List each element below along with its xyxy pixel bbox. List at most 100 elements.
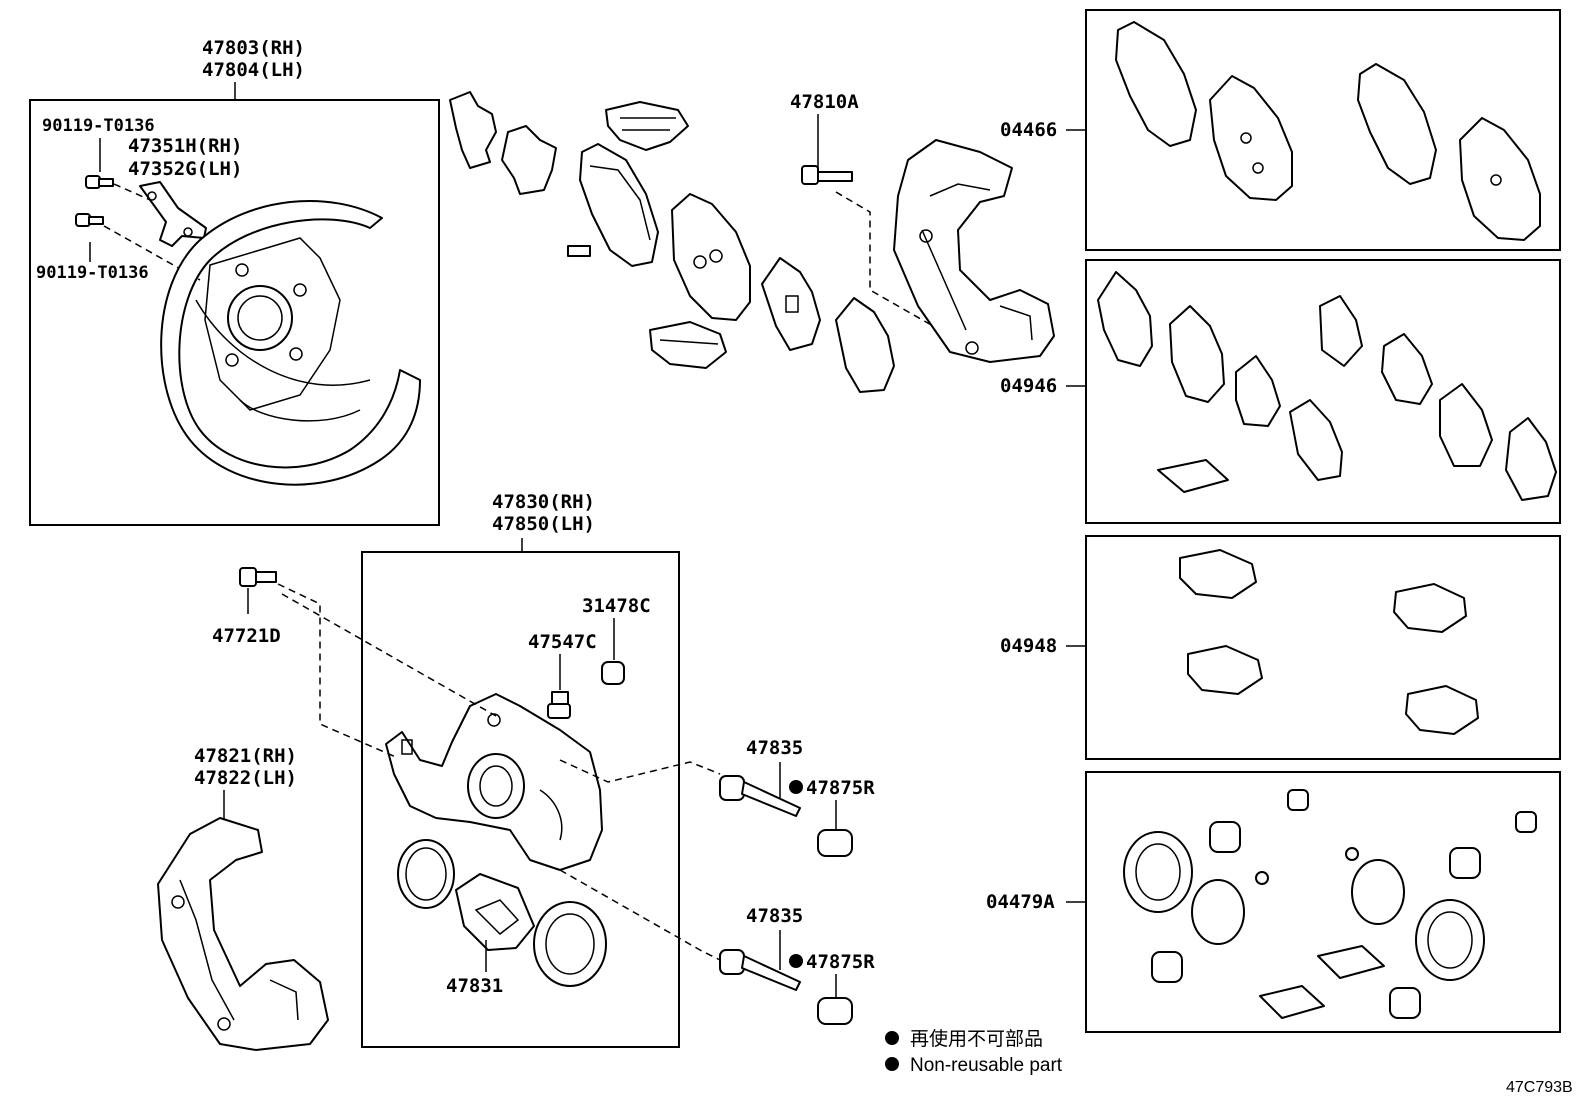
grease-packet-icon[interactable]	[1157, 459, 1229, 493]
label-47804[interactable]: 47804(LH)	[202, 59, 305, 81]
piston-icon[interactable]	[455, 873, 535, 951]
bolt-47721d-icon[interactable]	[239, 567, 277, 587]
slide-boot-icon-c[interactable]	[1151, 951, 1183, 983]
clip-icon-c[interactable]	[1187, 645, 1263, 695]
label-90119-bottom[interactable]: 90119-T0136	[36, 263, 149, 283]
brake-pad-icon-inner[interactable]	[671, 193, 751, 321]
legend-english: Non-reusable part	[910, 1055, 1063, 1076]
shim-icon-a[interactable]	[1097, 271, 1153, 367]
pad-clip-icon-top[interactable]	[605, 101, 689, 151]
bleeder-plug-icon[interactable]	[547, 691, 571, 719]
label-47850[interactable]: 47850(LH)	[492, 513, 595, 535]
dust-boot-icon[interactable]	[533, 901, 607, 987]
label-47547c[interactable]: 47547C	[528, 631, 597, 653]
grease-packet-icon-b[interactable]	[1259, 985, 1325, 1019]
seal-ring-icon-a[interactable]	[1191, 879, 1245, 945]
label-47835-upper[interactable]: 47835	[746, 737, 803, 759]
kit-04948-box	[1085, 535, 1561, 760]
label-47875r-lower[interactable]: 47875R	[806, 951, 875, 973]
boot-ring-icon-a[interactable]	[1123, 831, 1193, 913]
dust-shield-icon[interactable]	[160, 199, 421, 486]
label-47721d[interactable]: 47721D	[212, 625, 281, 647]
pad-clip-icon-bottom[interactable]	[649, 321, 727, 369]
slide-pin-icon-upper[interactable]	[719, 775, 801, 817]
slide-pin-icon-lower[interactable]	[719, 949, 801, 991]
legend: 再使用不可部品 Non-reusable part	[885, 1028, 1063, 1076]
shim-icon-f[interactable]	[1381, 333, 1433, 405]
label-47810a[interactable]: 47810A	[790, 91, 859, 113]
legend-dot-en	[885, 1057, 899, 1071]
shim-icon-h[interactable]	[1505, 417, 1557, 501]
bolt-47810a-group: 47810A	[790, 91, 941, 331]
slide-boot-icon-a[interactable]	[1209, 821, 1241, 853]
shim-icon-g[interactable]	[1439, 383, 1493, 467]
shim-icon-e[interactable]	[1319, 295, 1363, 367]
label-47352g[interactable]: 47352G(LH)	[128, 158, 242, 180]
kit-04948: 04948	[1000, 535, 1561, 760]
dust-shield-group: 47803(RH) 47804(LH) 90119-T0136 47351H(R…	[29, 37, 440, 526]
shim-icon-d[interactable]	[1289, 399, 1343, 481]
kit-04466: 04466	[1000, 9, 1561, 251]
slide-boot-icon-upper[interactable]	[817, 829, 853, 857]
clip-icon-b[interactable]	[1393, 583, 1467, 633]
legend-dot-jp	[885, 1031, 899, 1045]
label-47822[interactable]: 47822(LH)	[194, 767, 297, 789]
kit-04946: 04946	[1000, 259, 1561, 524]
shim-icon-c[interactable]	[1235, 355, 1281, 427]
pad-icon-c[interactable]	[1357, 63, 1437, 185]
label-04948[interactable]: 04948	[1000, 635, 1057, 657]
non-reusable-dot-upper	[789, 780, 803, 794]
cap-icon-a[interactable]	[1287, 789, 1309, 811]
caliper-box	[361, 551, 680, 1048]
bleeder-cap-icon[interactable]	[601, 661, 625, 685]
shim-icon-3[interactable]	[761, 257, 821, 351]
label-47875r-upper[interactable]: 47875R	[806, 777, 875, 799]
slide-boot-icon-lower[interactable]	[817, 997, 853, 1025]
label-47821[interactable]: 47821(RH)	[194, 745, 297, 767]
pads-and-clips-top	[449, 91, 895, 393]
legend-japanese: 再使用不可部品	[910, 1028, 1043, 1050]
caliper-group: 47830(RH) 47850(LH) 31478C 47547C 47831	[361, 491, 680, 1048]
label-47351h[interactable]: 47351H(RH)	[128, 135, 242, 157]
small-cap-icon-a[interactable]	[1345, 847, 1359, 861]
label-47835-lower[interactable]: 47835	[746, 905, 803, 927]
shim-icon-4[interactable]	[835, 297, 895, 393]
bracket-icon[interactable]	[139, 181, 207, 247]
label-04946[interactable]: 04946	[1000, 375, 1057, 397]
mounting-group: 47821(RH) 47822(LH)	[157, 745, 329, 1051]
cap-icon-b[interactable]	[1515, 811, 1537, 833]
kit-04946-box	[1085, 259, 1561, 524]
shim-icon-b[interactable]	[1169, 305, 1225, 403]
pad-icon-a[interactable]	[1115, 21, 1197, 147]
label-90119-top[interactable]: 90119-T0136	[42, 116, 155, 136]
clip-icon-d[interactable]	[1405, 685, 1479, 735]
label-47803[interactable]: 47803(RH)	[202, 37, 305, 59]
brake-pad-icon-outer[interactable]	[579, 143, 659, 267]
label-31478c[interactable]: 31478C	[582, 595, 651, 617]
reference-code: 47C793B	[1506, 1079, 1573, 1096]
bolt-47810a-icon[interactable]	[801, 165, 853, 185]
slide-boot-icon-b[interactable]	[1449, 847, 1481, 879]
boot-ring-icon-b[interactable]	[1415, 899, 1485, 981]
slide-boot-icon-d[interactable]	[1389, 987, 1421, 1019]
bolt-47721d-group: 47721D	[212, 567, 497, 759]
caliper-mounting-icon-top[interactable]	[893, 139, 1055, 363]
seal-ring-icon-b[interactable]	[1351, 859, 1405, 925]
bolt-icon-upper[interactable]	[85, 175, 114, 189]
piston-seal-icon[interactable]	[397, 839, 455, 909]
label-04479a[interactable]: 04479A	[986, 891, 1055, 913]
label-04466[interactable]: 04466	[1000, 119, 1057, 141]
label-47830[interactable]: 47830(RH)	[492, 491, 595, 513]
kit-04479a: 04479A	[986, 771, 1561, 1033]
non-reusable-dot-lower	[789, 954, 803, 968]
caliper-mounting-icon[interactable]	[157, 817, 329, 1051]
bolt-icon-lower[interactable]	[75, 213, 104, 227]
small-cap-icon-b[interactable]	[1255, 871, 1269, 885]
label-47831[interactable]: 47831	[446, 975, 503, 997]
pad-icon-d[interactable]	[1459, 117, 1541, 241]
anti-squeal-shim-icon-2[interactable]	[501, 125, 557, 195]
grease-packet-icon-a[interactable]	[1317, 945, 1385, 979]
clip-icon-a[interactable]	[1179, 549, 1257, 599]
anti-squeal-shim-icon[interactable]	[449, 91, 497, 169]
